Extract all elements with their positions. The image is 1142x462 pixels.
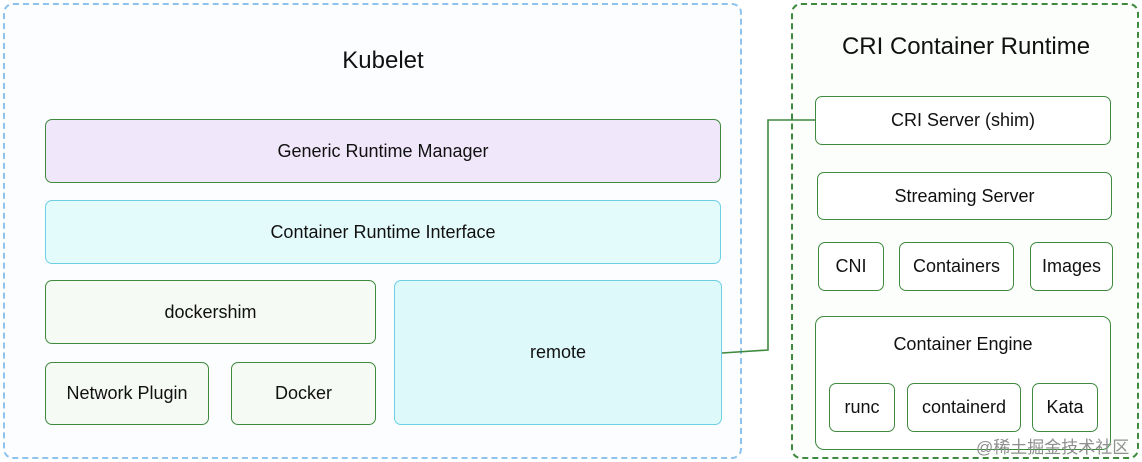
kata-box: Kata [1032, 383, 1098, 432]
container-runtime-interface-box: Container Runtime Interface [45, 200, 721, 264]
cri-runtime-title: CRI Container Runtime [841, 33, 1091, 60]
container-engine-label: Container Engine [893, 334, 1033, 354]
containers-box: Containers [899, 242, 1014, 291]
watermark-text: @稀土掘金技术社区 [976, 438, 1130, 457]
runc-box: runc [829, 383, 895, 432]
generic-runtime-manager-box: Generic Runtime Manager [45, 119, 721, 183]
cri-server-box: CRI Server (shim) [815, 96, 1111, 145]
images-box: Images [1030, 242, 1113, 291]
docker-box: Docker [231, 362, 376, 425]
containerd-box: containerd [907, 383, 1021, 432]
dockershim-box: dockershim [45, 280, 376, 344]
cni-box: CNI [818, 242, 884, 291]
streaming-server-box: Streaming Server [817, 172, 1112, 220]
network-plugin-box: Network Plugin [45, 362, 209, 425]
kubelet-title: Kubelet [342, 47, 424, 74]
remote-box: remote [394, 280, 722, 425]
